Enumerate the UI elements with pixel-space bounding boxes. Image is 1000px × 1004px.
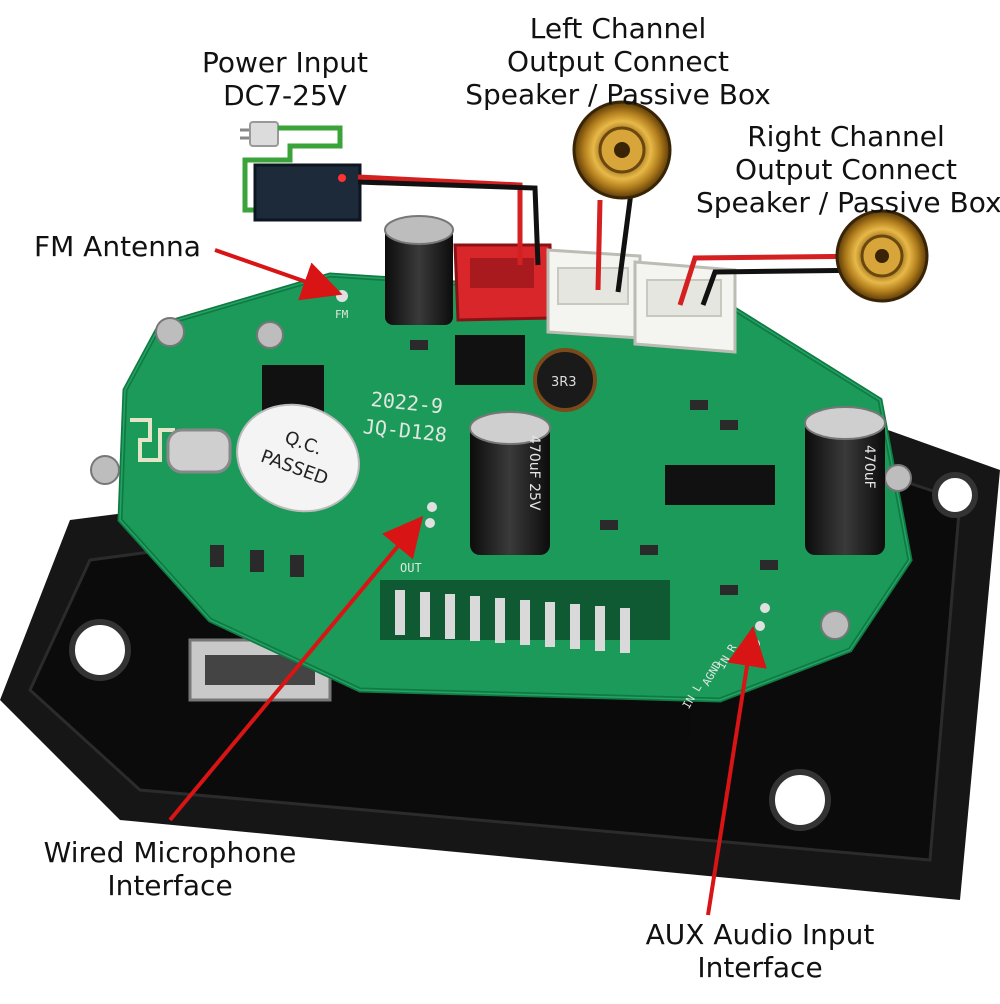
screw-icon (155, 317, 185, 347)
capacitor-top (384, 215, 454, 325)
left-wire-black (615, 184, 635, 293)
left-channel-label: Left Channel Output Connect Speaker / Pa… (462, 12, 774, 111)
inductor (533, 348, 597, 412)
power-input-line2: DC7-25V (223, 79, 347, 112)
mount-hole-icon (932, 472, 978, 518)
left-channel-connector (546, 248, 642, 340)
left-wire-red (595, 199, 603, 291)
inductor-silk: 3R3 (551, 375, 577, 390)
cap-center-silk: 470uF 25V (526, 435, 542, 511)
amplifier-chip (665, 465, 775, 505)
aux-pad-icon (760, 603, 770, 613)
fm-pad-icon (336, 290, 348, 302)
microphone-line1: Wired Microphone (43, 836, 297, 869)
screw-icon (256, 321, 284, 349)
crystal-oscillator (166, 428, 232, 474)
right-channel-line3: Speaker / Passive Box (696, 186, 1000, 219)
microphone-label: Wired Microphone Interface (30, 836, 310, 902)
qc-sticker: Q.C. PASSED (236, 403, 360, 513)
out-silk: OUT (400, 561, 422, 575)
regulator-chip (455, 335, 525, 385)
right-wire-black (700, 267, 881, 306)
power-led-icon (338, 174, 346, 182)
right-channel-line2: Output Connect (735, 153, 957, 186)
microphone-arrow (168, 515, 424, 822)
power-supply (240, 121, 541, 266)
fm-silk: FM (335, 308, 349, 321)
right-wire-red (677, 253, 881, 306)
left-speaker-icon (572, 100, 672, 200)
left-channel-line3: Speaker / Passive Box (465, 78, 771, 111)
screw-icon (820, 610, 850, 640)
fm-antenna-arrow (214, 248, 343, 301)
cap-right-silk: 470uF (861, 445, 877, 489)
microphone-line2: Interface (107, 869, 233, 902)
right-channel-label: Right Channel Output Connect Speaker / P… (696, 120, 1000, 219)
power-connector (453, 243, 554, 322)
mount-hole-icon (769, 769, 831, 831)
left-channel-line2: Output Connect (507, 45, 729, 78)
aux-line2: Interface (697, 951, 823, 984)
mic-pad-icon (425, 518, 435, 528)
fm-antenna-line1: FM Antenna (34, 230, 201, 263)
fm-antenna-label: FM Antenna (34, 230, 219, 263)
aux-line1: AUX Audio Input (645, 918, 875, 951)
mount-hole-icon (69, 619, 131, 681)
aux-arrow (706, 626, 767, 916)
dc-adapter (253, 163, 362, 222)
right-speaker-icon (835, 209, 929, 303)
aux-pad-icon (755, 621, 765, 631)
mic-pad-icon (427, 502, 437, 512)
right-channel-line1: Right Channel (747, 120, 945, 153)
screw-icon (90, 455, 120, 485)
right-channel-connector (633, 260, 737, 354)
screw-icon (884, 464, 912, 492)
aux-label: AUX Audio Input Interface (620, 918, 900, 984)
capacitor-right: 470uF (804, 406, 886, 555)
capacitor-center: 470uF 25V (469, 411, 551, 555)
power-input-line1: Power Input (201, 46, 369, 79)
power-input-label: Power Input DC7-25V (180, 46, 390, 112)
left-channel-line1: Left Channel (529, 12, 707, 45)
